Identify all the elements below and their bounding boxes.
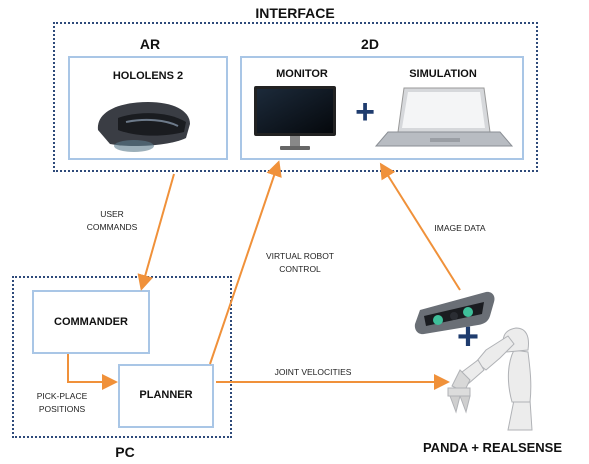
robot-label: PANDA + REALSENSE	[422, 440, 563, 455]
user-commands-label: USER COMMANDS	[86, 209, 138, 232]
image-data-label: IMAGE DATA	[434, 223, 486, 233]
arrows	[67, 160, 461, 390]
simulation-label: SIMULATION	[409, 68, 477, 80]
pc-title: PC	[115, 444, 135, 460]
joint-velocities-label: JOINT VELOCITIES	[274, 367, 352, 377]
planner-label: PLANNER	[139, 389, 193, 401]
hololens-icon	[97, 102, 190, 152]
arrow-virtual-robot-control	[209, 160, 282, 365]
arrow-user-commands	[137, 173, 175, 291]
virtual-robot-control-label: VIRTUAL ROBOT CONTROL	[265, 251, 334, 274]
monitor-label: MONITOR	[276, 68, 328, 80]
panda-robot-icon	[447, 327, 533, 431]
plus-sign-2d: +	[355, 93, 375, 131]
planner-box	[118, 364, 214, 428]
monitor-icon	[254, 86, 336, 150]
ar-title: AR	[139, 36, 161, 52]
pc-region	[12, 276, 232, 438]
hololens-label: HOLOLENS 2	[112, 70, 184, 82]
realsense-camera-icon	[414, 291, 495, 335]
interface-region	[53, 22, 538, 172]
commander-label: COMMANDER	[54, 316, 128, 328]
laptop-icon	[374, 87, 514, 147]
twod-title: 2D	[361, 36, 379, 52]
arrow-pick-place-positions	[67, 354, 118, 390]
interface-title: INTERFACE	[255, 5, 335, 21]
arrow-image-data	[379, 162, 461, 291]
commander-box	[32, 290, 150, 354]
pick-place-positions-label: PICK-PLACE POSITIONS	[36, 391, 88, 414]
